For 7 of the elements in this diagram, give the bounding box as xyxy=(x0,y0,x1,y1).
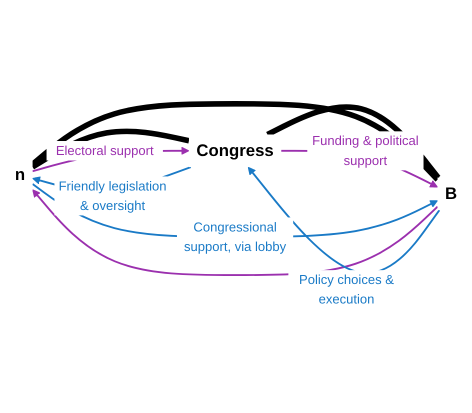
edge-label: Electoral support xyxy=(56,142,154,158)
edge-label: Congressional support, via lobby xyxy=(184,219,286,254)
edge-label: Friendly legislation & oversight xyxy=(58,178,167,213)
arrow xyxy=(32,189,438,276)
edge-label: Policy choices & execution xyxy=(299,272,394,306)
node-text: B xyxy=(445,184,458,203)
edge-label: Funding & political support xyxy=(312,133,419,168)
